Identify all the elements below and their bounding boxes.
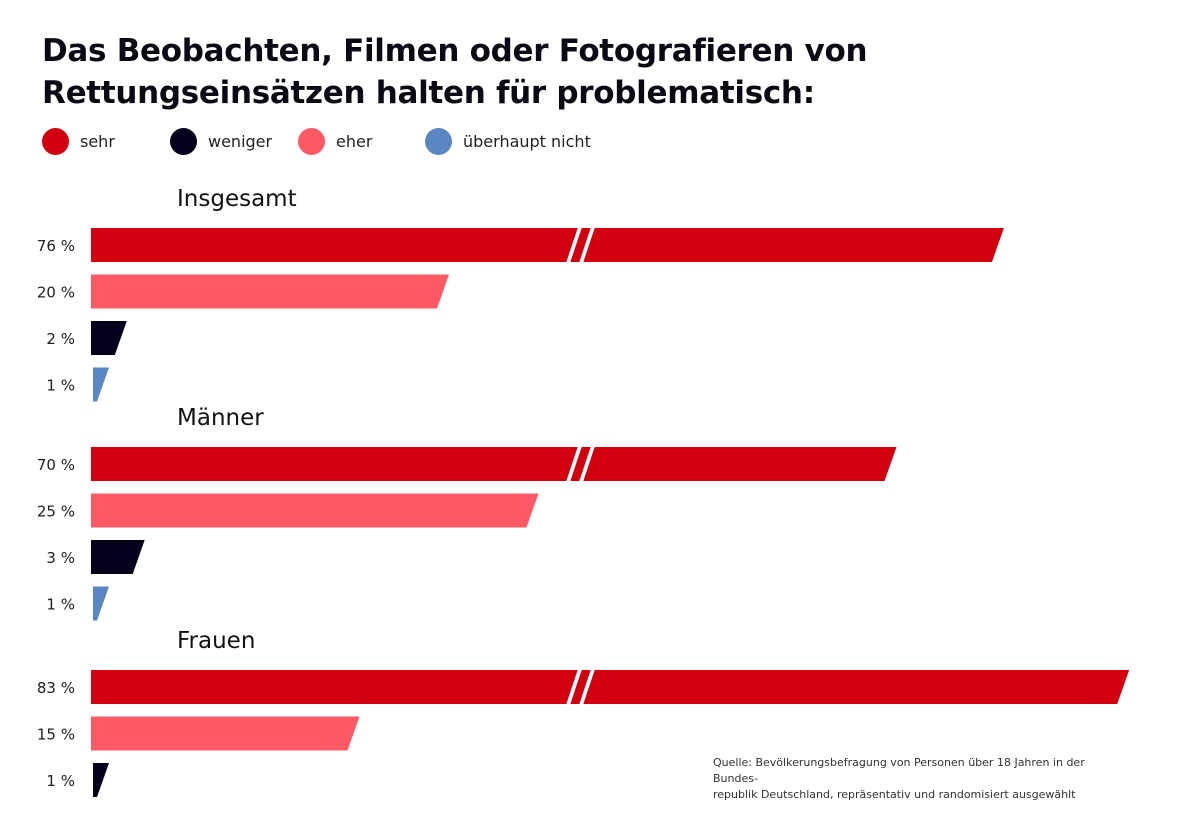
bar	[93, 367, 109, 402]
bar	[91, 493, 539, 528]
axis-break-mark	[566, 227, 582, 263]
group-title: Frauen	[177, 628, 255, 654]
bar	[91, 716, 360, 751]
chart-title: Das Beobachten, Filmen oder Fotografiere…	[42, 30, 868, 114]
legend-item: eher	[298, 128, 372, 155]
legend-swatch-icon	[42, 128, 69, 155]
bar	[91, 228, 1004, 262]
source-line: republik Deutschland, repräsentativ und …	[713, 788, 1076, 801]
legend-swatch-icon	[298, 128, 325, 155]
bar	[93, 763, 109, 797]
source-note: Quelle: Bevölkerungsbefragung von Person…	[713, 755, 1133, 803]
bar	[91, 274, 449, 309]
axis-break-mark	[579, 669, 595, 705]
data-label: 1 %	[46, 377, 75, 395]
axis-break-mark	[579, 446, 595, 482]
title-line-1: Das Beobachten, Filmen oder Fotografiere…	[42, 33, 868, 69]
axis-break-mark	[566, 669, 582, 705]
legend-label: sehr	[80, 132, 115, 151]
bar	[91, 540, 145, 574]
source-line: Quelle: Bevölkerungsbefragung von Person…	[713, 756, 1085, 785]
axis-break-mark	[566, 446, 582, 482]
data-label: 20 %	[37, 284, 75, 302]
data-label: 25 %	[37, 503, 75, 521]
legend-item: weniger	[170, 128, 272, 155]
data-label: 76 %	[37, 237, 75, 255]
legend-item: überhaupt nicht	[425, 128, 591, 155]
legend-label: überhaupt nicht	[463, 132, 591, 151]
bar	[91, 447, 897, 481]
data-label: 2 %	[46, 330, 75, 348]
data-label: 3 %	[46, 549, 75, 567]
data-label: 70 %	[37, 456, 75, 474]
data-label: 15 %	[37, 726, 75, 744]
group-title: Insgesamt	[177, 186, 297, 212]
group-title: Männer	[177, 405, 264, 431]
legend-swatch-icon	[170, 128, 197, 155]
data-label: 1 %	[46, 596, 75, 614]
axis-break-mark	[579, 227, 595, 263]
legend-item: sehr	[42, 128, 115, 155]
title-line-2: Rettungseinsätzen halten für problematis…	[42, 75, 815, 111]
bar	[91, 321, 127, 355]
bar	[93, 586, 109, 621]
data-label: 1 %	[46, 772, 75, 790]
legend-label: weniger	[208, 132, 273, 151]
legend-label: eher	[336, 132, 373, 151]
bar	[91, 670, 1130, 704]
data-label: 83 %	[37, 679, 75, 697]
legend-swatch-icon	[425, 128, 452, 155]
